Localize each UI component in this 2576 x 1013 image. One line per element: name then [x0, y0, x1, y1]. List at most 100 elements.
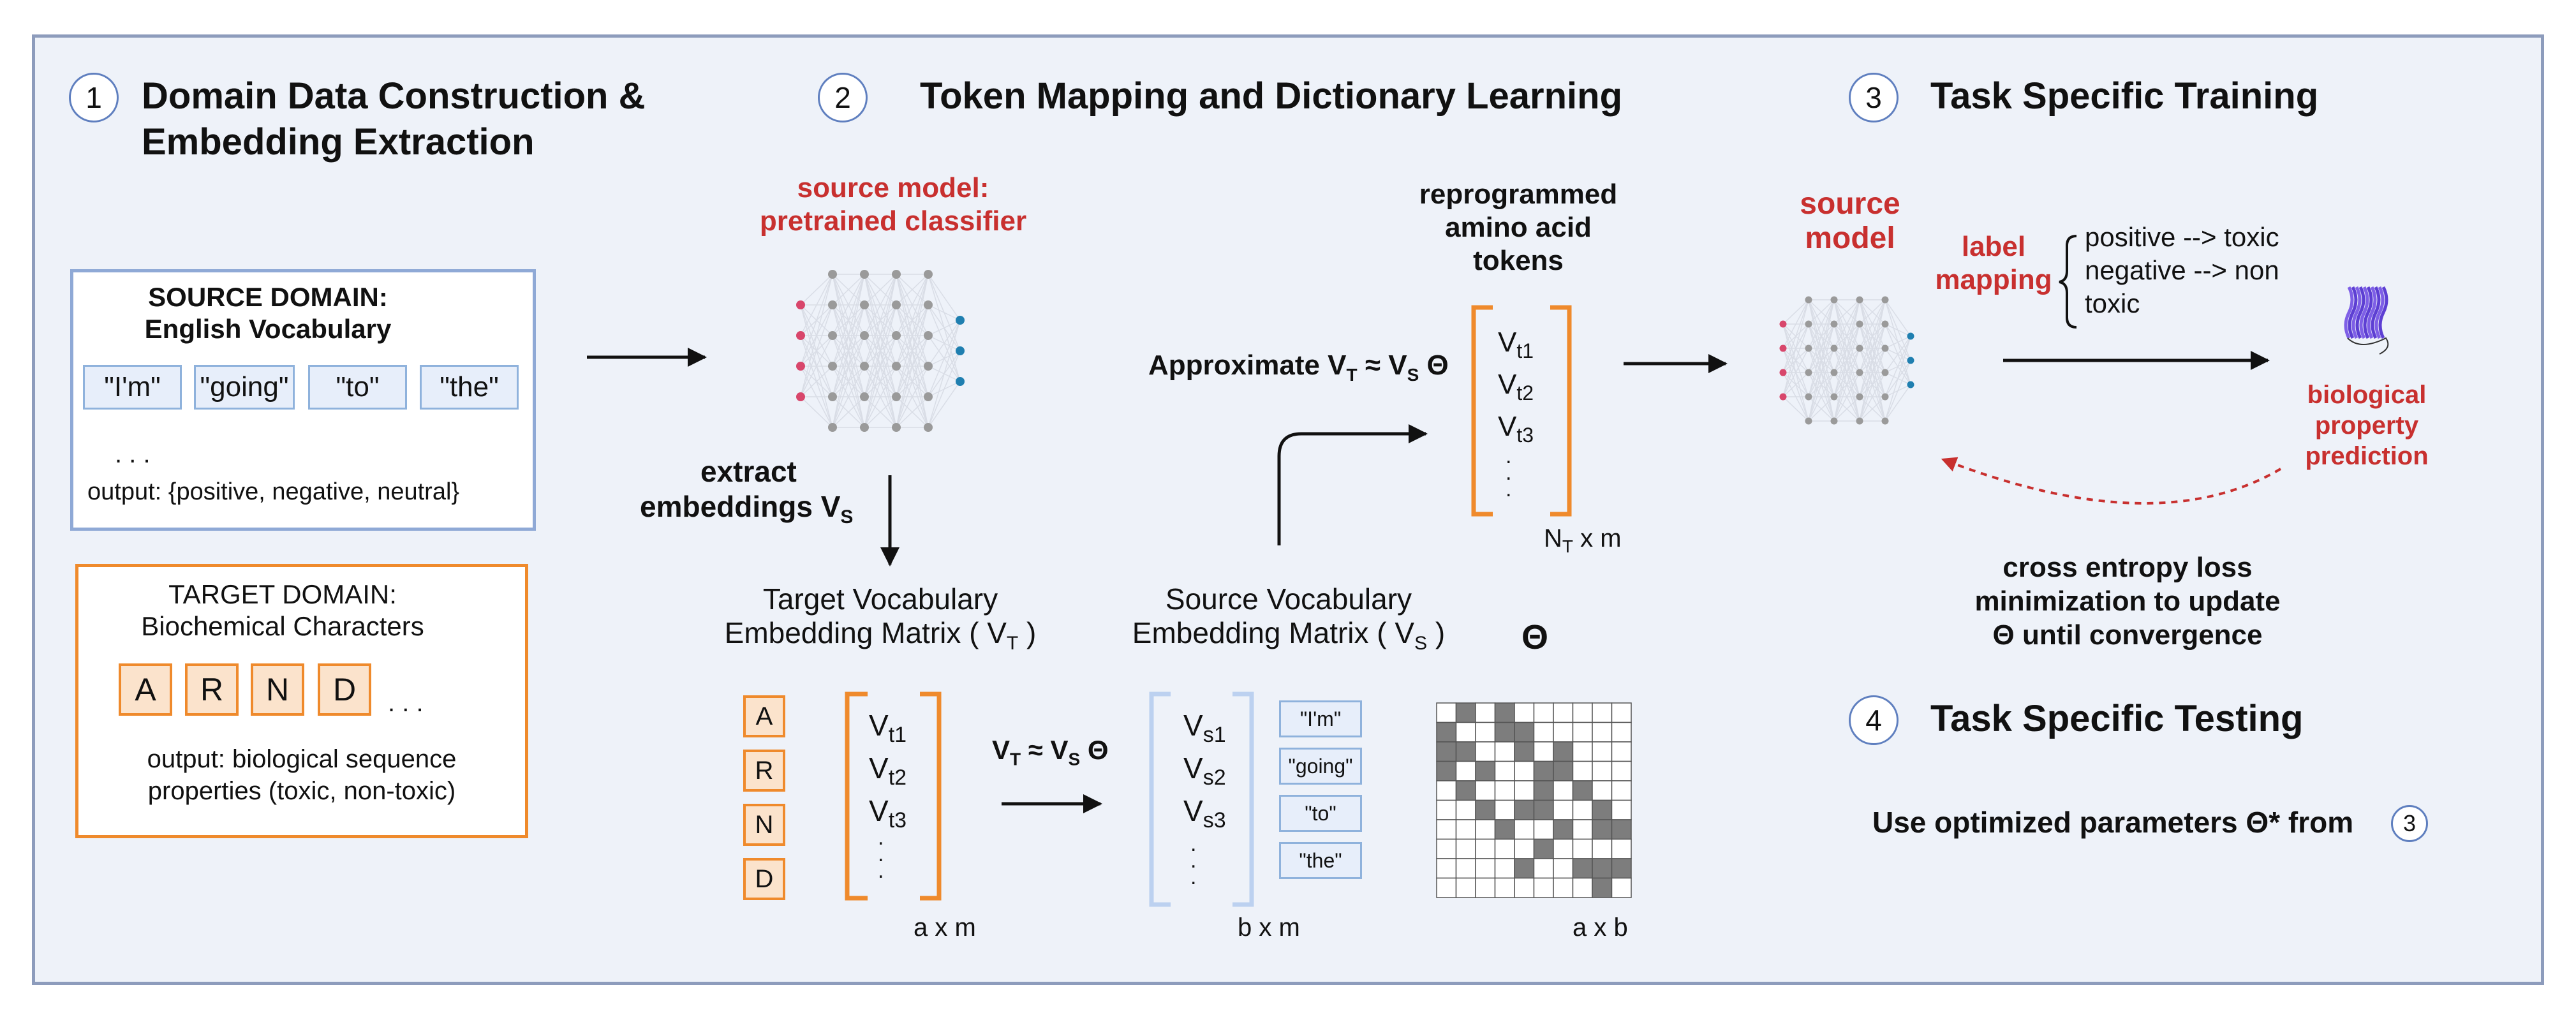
protein-strand [2367, 286, 2377, 339]
net-node [1779, 369, 1787, 376]
protein-loop [2347, 337, 2389, 355]
protein-strand [2348, 286, 2358, 339]
net-edge [1833, 299, 1860, 349]
step4-title: Task Specific Testing [1930, 698, 2304, 739]
grid-cell [1475, 741, 1496, 762]
bracket-reprog-right [1550, 305, 1572, 517]
grid-cell [1592, 858, 1613, 879]
net-edge [928, 320, 961, 367]
label-mapping-line2: mapping [1935, 264, 2052, 295]
grid-cell [1436, 780, 1457, 801]
theta-label: Θ [1521, 618, 1549, 656]
net-edge [1833, 323, 1860, 422]
label-map-positive: positive --> toxic [2085, 222, 2279, 252]
source-token: "to" [308, 365, 407, 410]
net-edge [832, 274, 865, 336]
net-node [1830, 369, 1838, 376]
net-edge [800, 274, 833, 306]
net-edge [1833, 396, 1860, 422]
net-edge [1859, 299, 1886, 349]
extract-label-line2: embeddings VS [640, 490, 854, 528]
bracket-vs-right [1232, 691, 1254, 907]
net-node [1830, 320, 1838, 328]
net-edge [1859, 299, 1886, 373]
step-number-3: 3 [1849, 73, 1899, 122]
dim-axm: a x m [914, 913, 976, 942]
net-node [1907, 357, 1914, 364]
bracket-reprog-left [1471, 305, 1493, 517]
protein-strand [2374, 286, 2385, 339]
grid-cell [1514, 780, 1535, 801]
net-node [956, 316, 965, 325]
net-node [924, 392, 933, 401]
net-edge [1782, 299, 1809, 349]
grid-cell [1611, 702, 1632, 723]
net-node [1805, 369, 1812, 376]
net-node [892, 331, 901, 340]
net-edge [1808, 372, 1835, 422]
net-node [1881, 393, 1889, 401]
grid-cell [1611, 819, 1632, 840]
target-col-token: N [743, 804, 785, 846]
net-node [796, 392, 805, 401]
net-edge [864, 274, 897, 397]
label-map-toxic: toxic [2085, 288, 2140, 318]
grid-cell [1436, 760, 1457, 781]
grid-cell [1611, 858, 1632, 879]
net-node [860, 362, 869, 371]
vs-row-2: Vs2 [1183, 751, 1226, 790]
step-ref-3: 3 [2391, 805, 2428, 842]
grid-cell [1533, 780, 1554, 801]
net-edge [1859, 299, 1886, 325]
grid-cell [1436, 838, 1457, 859]
mapping-equation: VT ≈ VS Θ [992, 735, 1109, 769]
net-node [1779, 344, 1787, 352]
protein-strand [2355, 286, 2365, 339]
grid-cell [1553, 877, 1574, 898]
net-edge [832, 366, 865, 428]
target-token: R [185, 663, 239, 716]
net-node [796, 331, 805, 340]
grid-cell [1455, 877, 1476, 898]
grid-cell [1553, 702, 1574, 723]
step4-text: Use optimized parameters Θ* from [1872, 806, 2354, 839]
vs-token: "I'm" [1279, 700, 1362, 737]
net-edge [800, 274, 833, 397]
source-matrix-label-line1: Source Vocabulary [1165, 582, 1412, 616]
source-domain-subtitle: English Vocabulary [144, 314, 392, 344]
grid-cell [1455, 780, 1476, 801]
net-edge [1782, 348, 1809, 397]
net-node [892, 392, 901, 401]
extract-label-line1: extract [700, 455, 797, 488]
net-edge [1884, 384, 1911, 422]
net-edge [832, 274, 865, 397]
net-node [1805, 393, 1812, 401]
prediction-label-line1: biological [2307, 381, 2427, 409]
vs-token: "to" [1279, 795, 1362, 832]
neural-net-icon-pretrained [796, 270, 965, 432]
neural-net-icon-source-model [1779, 296, 1914, 425]
grid-cell [1514, 799, 1535, 820]
net-node [1805, 344, 1812, 352]
net-edge [928, 320, 961, 397]
prediction-label-line3: prediction [2305, 442, 2429, 470]
net-node [1907, 381, 1914, 388]
net-node [892, 270, 901, 279]
protein-strand [2351, 286, 2362, 339]
net-edge [832, 335, 865, 428]
net-edge [1833, 299, 1860, 373]
grid-cell [1592, 819, 1613, 840]
net-node [924, 423, 933, 432]
net-edge [832, 304, 865, 428]
grid-cell [1592, 721, 1613, 743]
net-edge [1808, 348, 1835, 422]
protein-strand [2378, 286, 2388, 339]
grid-cell [1455, 702, 1476, 723]
grid-cell [1572, 877, 1593, 898]
net-node [892, 423, 901, 432]
grid-cell [1455, 741, 1476, 762]
grid-cell [1475, 799, 1496, 820]
grid-cell [1514, 858, 1535, 879]
net-edge [864, 335, 897, 428]
